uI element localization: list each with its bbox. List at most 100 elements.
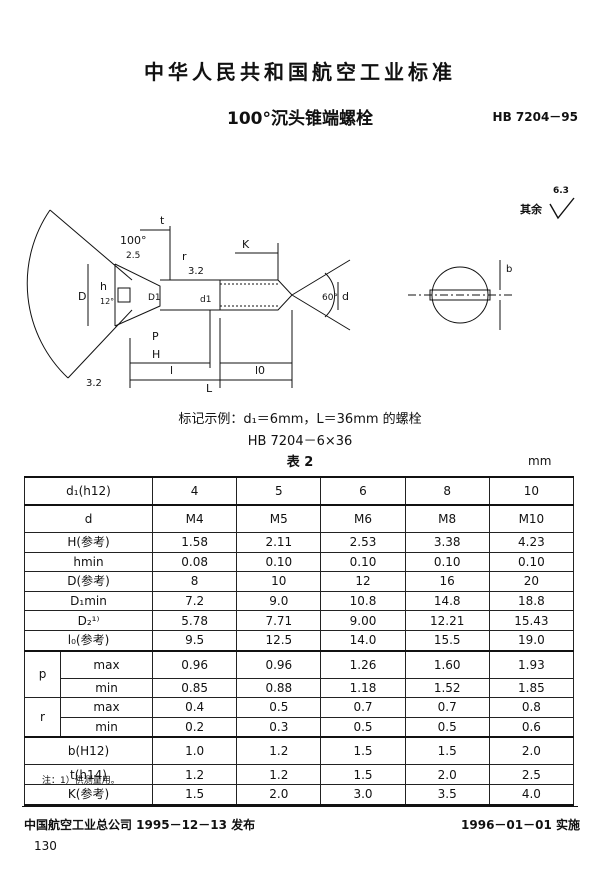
- table-cell: 1.2: [152, 764, 238, 785]
- row-label: D₁min: [23, 590, 154, 612]
- table-cell: 2.0: [488, 736, 575, 766]
- table-cell: 8: [152, 571, 238, 592]
- group-label: p: [24, 649, 61, 699]
- head-cone-line-top: [49, 209, 133, 281]
- table-cell: M10: [488, 504, 575, 533]
- slot: [117, 287, 131, 303]
- table-cell: 0.2: [152, 716, 238, 739]
- size-cell: 8: [404, 476, 490, 506]
- label-t: t: [160, 214, 165, 227]
- effective-date: 1996－01－01 实施: [461, 818, 580, 832]
- label-H: H: [152, 348, 160, 361]
- head-profile: [114, 263, 161, 327]
- table-cell: 1.26: [320, 649, 406, 679]
- head-cone-line-bottom: [67, 309, 133, 379]
- table-cell: 9.0: [236, 590, 322, 612]
- row-label: hmin: [23, 551, 154, 573]
- roughness-value: 6.3: [553, 186, 569, 196]
- table-cell: 12: [320, 571, 406, 592]
- marking-example: 标记示例：d₁＝6mm，L＝36mm 的螺栓: [178, 412, 422, 427]
- size-cell: 5: [236, 476, 322, 506]
- table-cell: M4: [152, 504, 238, 533]
- cone-60-lines: [291, 259, 351, 331]
- table-cell: 15.5: [404, 629, 490, 652]
- table-cell: 12.21: [404, 610, 490, 631]
- table-row: r max 0.4 0.5 0.7 0.7 0.8: [24, 697, 575, 738]
- table-caption: 表 2: [286, 455, 314, 470]
- footnote: 注：1）供测量用。: [42, 776, 120, 786]
- table-cell: 0.8: [488, 697, 575, 718]
- table-cell: 0.5: [404, 716, 490, 739]
- table-cell: 1.2: [236, 736, 322, 766]
- table-cell: 9.5: [152, 629, 238, 652]
- shank: [160, 279, 221, 311]
- roughness-rest-label: 其余: [520, 203, 542, 216]
- table-cell: 0.10: [320, 551, 406, 573]
- dim-K: [235, 243, 279, 280]
- table-cell: 1.93: [488, 649, 575, 679]
- row-label: K(参考): [23, 783, 154, 806]
- label-roughness-32: 3.2: [188, 266, 204, 277]
- label-l: l: [170, 364, 173, 377]
- row-label: min: [59, 677, 154, 699]
- row-label: max: [59, 649, 154, 679]
- marking-example-code: HB 7204－6×36: [247, 434, 353, 449]
- table-cell: 0.08: [152, 551, 238, 573]
- label-12: 12°: [100, 297, 114, 306]
- table-cell: 14.8: [404, 590, 490, 612]
- table-cell: 1.0: [152, 736, 238, 766]
- row-label: min: [59, 716, 154, 739]
- roughness-check-icon: [549, 197, 575, 220]
- label-L: L: [206, 382, 213, 395]
- table-cell: 3.5: [404, 783, 490, 806]
- row-label: D₂¹⁾: [23, 610, 154, 631]
- table-cell: 7.2: [152, 590, 238, 612]
- table-cell: 1.60: [404, 649, 490, 679]
- table-cell: 1.18: [320, 677, 406, 699]
- size-cell: 4: [152, 476, 238, 506]
- table-cell: 19.0: [488, 629, 575, 652]
- row-label: H(参考): [23, 532, 154, 553]
- table-cell: 1.5: [320, 736, 406, 766]
- table-cell: 9.00: [320, 610, 406, 631]
- table-cell: 20: [488, 571, 575, 592]
- document-title: 100°沉头锥端螺栓: [227, 109, 373, 129]
- table-cell: 1.52: [404, 677, 490, 699]
- surface-roughness-symbol: 其余 6.3: [520, 186, 590, 226]
- size-cell: 10: [488, 476, 575, 506]
- table-cell: 0.4: [152, 697, 238, 718]
- table-cell: M8: [404, 504, 490, 533]
- table-row: min 0.2 0.3 0.5 0.5 0.6: [25, 716, 575, 739]
- header-label: d₁(h12): [23, 476, 154, 506]
- standard-code: HB 7204－95: [492, 110, 578, 124]
- table-cell: 1.5: [320, 764, 406, 785]
- table-cell: 10.8: [320, 590, 406, 612]
- label-25: 2.5: [126, 251, 140, 261]
- label-d-big: D: [78, 290, 86, 303]
- table-cell: 0.5: [320, 716, 406, 739]
- table-cell: 18.8: [488, 590, 575, 612]
- label-angle: 100°: [120, 234, 147, 247]
- table-cell: 2.11: [236, 532, 322, 553]
- table-cell: 0.10: [236, 551, 322, 573]
- label-dd: d1: [200, 295, 211, 305]
- table-cell: 14.0: [320, 629, 406, 652]
- table-cell: 0.10: [404, 551, 490, 573]
- table-cell: 0.7: [404, 697, 490, 718]
- table-cell: 1.85: [488, 677, 575, 699]
- bolt-technical-drawing: 100° t r K h D D1 d1 d P H l L l0 60° 3.…: [26, 209, 512, 395]
- table-cell: 0.3: [236, 716, 322, 739]
- table-cell: 10: [236, 571, 322, 592]
- table-cell: 0.5: [236, 697, 322, 718]
- page-number: 130: [34, 839, 57, 853]
- table-cell: 7.71: [236, 610, 322, 631]
- row-label: d: [23, 504, 154, 533]
- label-60: 60°: [322, 293, 338, 303]
- label-l0: l0: [255, 364, 265, 377]
